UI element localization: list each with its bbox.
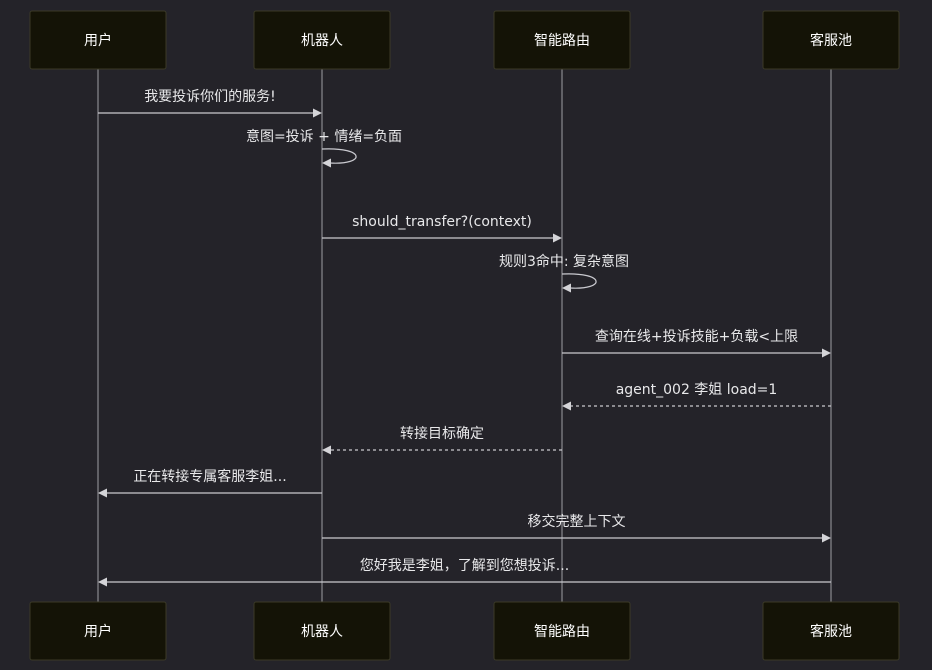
actor-bot-bottom: 机器人 (253, 601, 391, 661)
actor-pool-top: 客服池 (762, 10, 900, 70)
arrowhead (322, 158, 331, 168)
message-label: 转接目标确定 (400, 425, 484, 442)
arrowhead (562, 401, 571, 411)
message-label: 移交完整上下文 (528, 513, 626, 530)
actor-router-top: 智能路由 (493, 10, 631, 70)
message-label: 查询在线+投诉技能+负载<上限 (595, 329, 798, 345)
message: 我要投诉你们的服务! (98, 89, 322, 118)
arrowhead (562, 283, 571, 293)
message-label: should_transfer?(context) (352, 214, 532, 230)
message-label: 规则3命中: 复杂意图 (499, 253, 629, 270)
messages: 我要投诉你们的服务! 意图=投诉 + 情绪=负面 should_transfer?(… (98, 89, 831, 587)
actor-box (253, 601, 391, 661)
actor-label: 机器人 (301, 33, 343, 49)
actor-box (493, 601, 631, 661)
actor-box (762, 601, 900, 661)
actor-label: 用户 (84, 623, 112, 640)
message-label: 正在转接专属客服李姐... (133, 468, 286, 485)
message: 转接目标确定 (322, 425, 562, 455)
message-label: agent_002 李姐 load=1 (616, 382, 778, 398)
message-line (321, 148, 357, 164)
arrowhead (98, 577, 107, 587)
actor-label: 智能路由 (534, 624, 590, 640)
message: 意图=投诉 + 情绪=负面 (246, 128, 402, 168)
actor-box (29, 601, 167, 661)
actor-label: 机器人 (301, 624, 343, 640)
actor-user-top: 用户 (29, 10, 167, 70)
actor-label: 智能路由 (534, 33, 590, 49)
actor-pool-bottom: 客服池 (762, 601, 900, 661)
arrowhead (822, 348, 831, 358)
message: 正在转接专属客服李姐... (98, 468, 322, 498)
actor-box (762, 10, 900, 70)
arrowhead (553, 233, 562, 243)
message: 移交完整上下文 (322, 513, 831, 543)
actor-box (493, 10, 631, 70)
actor-label: 客服池 (810, 623, 852, 640)
message-label: 我要投诉你们的服务! (144, 89, 276, 105)
message: agent_002 李姐 load=1 (562, 382, 831, 411)
message-line (561, 273, 597, 289)
message: 您好我是李姐，了解到您想投诉... (98, 557, 831, 587)
arrowhead (98, 488, 107, 498)
actor-label: 客服池 (810, 32, 852, 49)
actor-label: 用户 (84, 32, 112, 49)
message: 查询在线+投诉技能+负载<上限 (562, 329, 831, 358)
message-label: 您好我是李姐，了解到您想投诉... (360, 557, 569, 574)
actor-router-bottom: 智能路由 (493, 601, 631, 661)
arrowhead (313, 108, 322, 118)
message: should_transfer?(context) (322, 214, 562, 243)
message-label: 意图=投诉 + 情绪=负面 (246, 128, 402, 145)
actor-box (253, 10, 391, 70)
arrowhead (822, 533, 831, 543)
arrowhead (322, 445, 331, 455)
actor-bot-top: 机器人 (253, 10, 391, 70)
message: 规则3命中: 复杂意图 (499, 253, 629, 293)
actor-box (29, 10, 167, 70)
lifelines (97, 69, 832, 602)
actor-user-bottom: 用户 (29, 601, 167, 661)
